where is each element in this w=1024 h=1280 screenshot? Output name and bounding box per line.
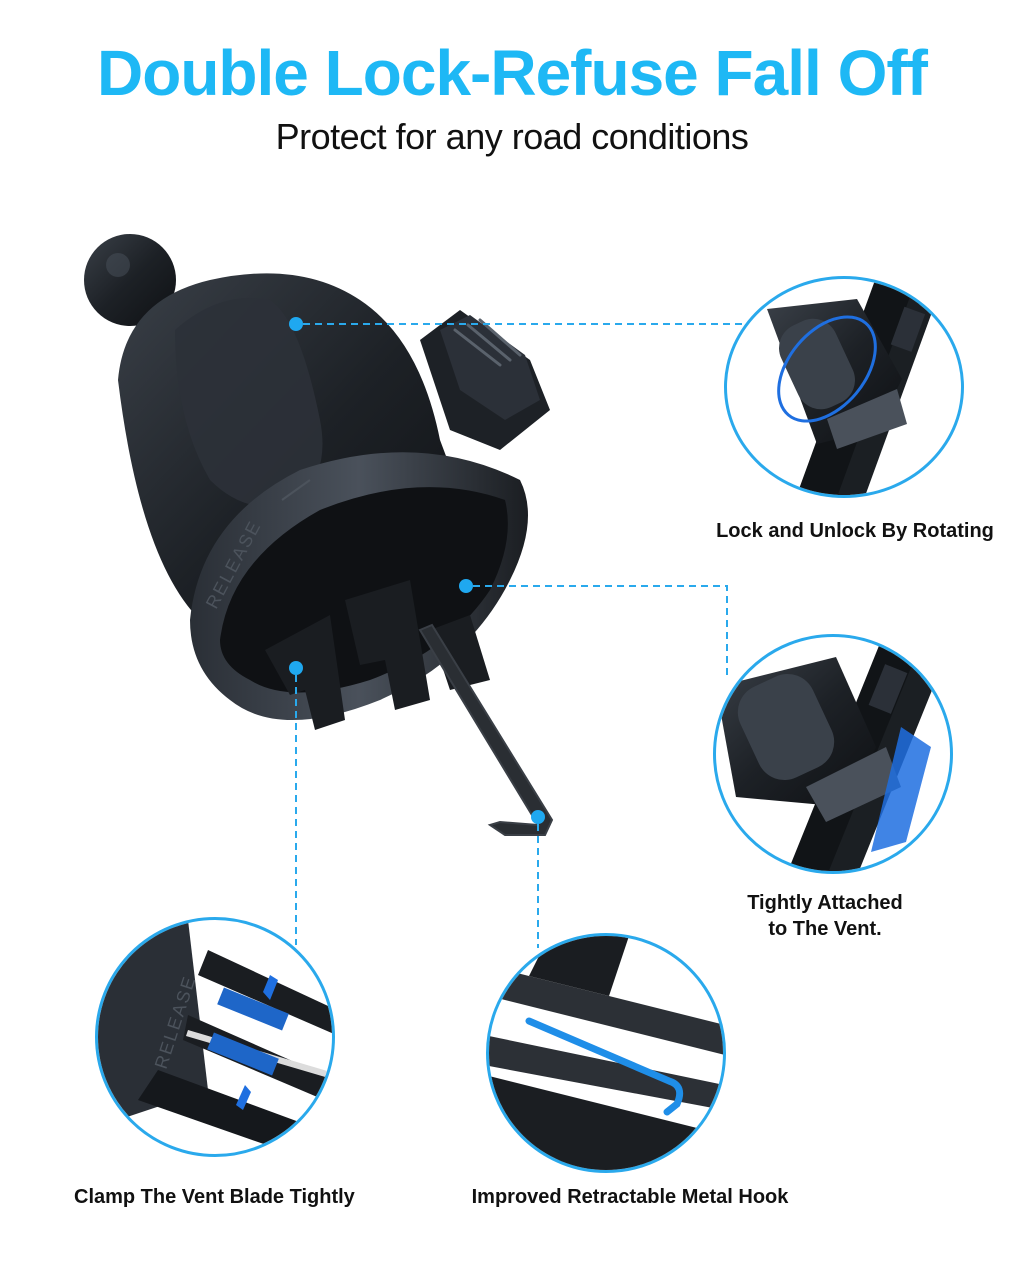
caption-line-2: to The Vent. — [768, 918, 882, 940]
metal-hook-highlight-icon — [525, 1017, 684, 1116]
arrow-down-icon — [263, 975, 278, 1000]
page-subtitle: Protect for any road conditions — [275, 116, 749, 157]
rotation-arrow-icon — [777, 315, 877, 423]
feature-caption-rotate-lock: Lock and Unlock By Rotating — [716, 520, 994, 542]
feature-caption-metal-hook: Improved Retractable Metal Hook — [471, 1186, 789, 1208]
feature-circle-metal-hook — [486, 933, 726, 1173]
feature-circle-tight-attach — [713, 634, 953, 874]
blade-upper-icon — [217, 987, 289, 1031]
blade-lower-icon — [207, 1032, 279, 1076]
feature-circle-rotate-lock — [724, 276, 964, 498]
arrow-up-icon — [236, 1085, 251, 1110]
feature-caption-clamp-blade: Clamp The Vent Blade Tightly — [74, 1186, 355, 1208]
vent-blade-highlight-icon — [871, 727, 931, 852]
caption-line-1: Tightly Attached — [747, 892, 903, 914]
feature-circle-clamp-blade: RELEASE — [95, 917, 335, 1157]
feature-caption-tight-attach: Tightly Attached to The Vent. — [700, 890, 950, 942]
page-title: Double Lock-Refuse Fall Off — [97, 37, 928, 109]
